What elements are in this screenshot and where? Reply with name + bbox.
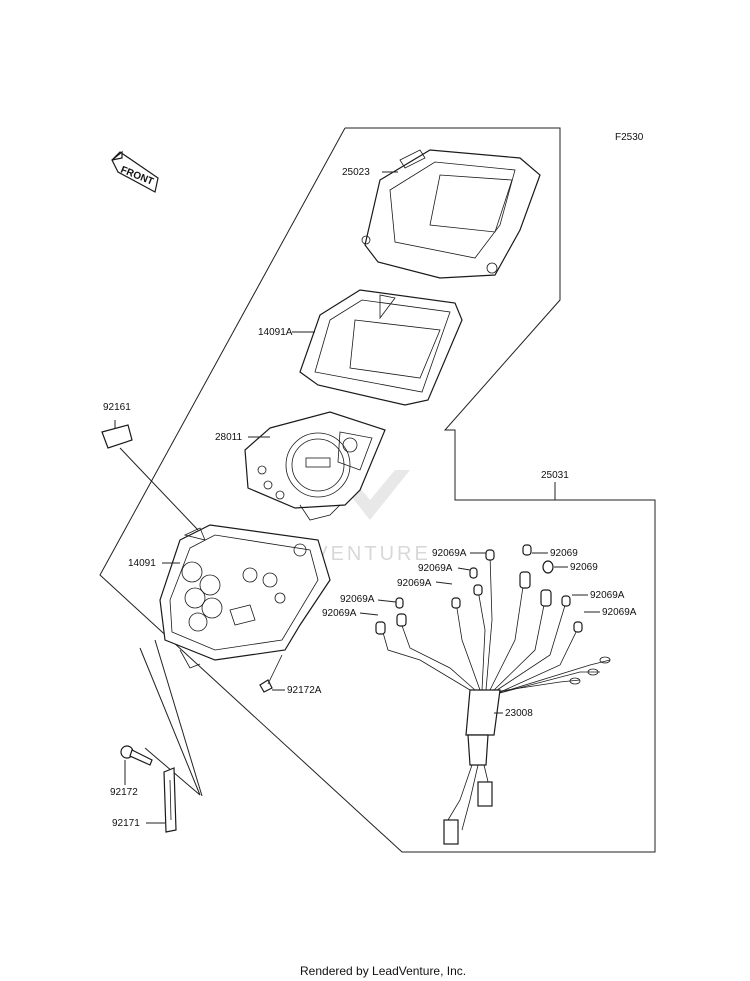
bolt-92172 (120, 745, 153, 766)
upper-cover-25023 (361, 149, 541, 279)
label-92069A-4: 92069A (340, 594, 375, 605)
assembly-boundary (99, 127, 656, 853)
label-25023: 25023 (342, 167, 370, 178)
figure-code: F2530 (615, 132, 644, 143)
leader-92069A-2 (457, 567, 471, 571)
label-92172: 92172 (110, 787, 138, 798)
label-23008: 23008 (505, 708, 533, 719)
leader-92069A-5 (359, 612, 379, 616)
label-92069-1: 92069 (550, 548, 578, 559)
bezel-14091A (299, 289, 463, 406)
label-25031: 25031 (541, 470, 569, 481)
label-28011: 28011 (215, 432, 243, 443)
label-92069-2: 92069 (570, 562, 598, 573)
lower-case-14091 (159, 524, 331, 669)
gauge-face-28011 (244, 411, 386, 521)
leader-92069A-4 (377, 599, 397, 603)
label-92069A-1: 92069A (432, 548, 467, 559)
grommet-92069-1 (522, 544, 532, 556)
label-92161: 92161 (103, 402, 131, 413)
grommet-92069-2 (542, 560, 554, 574)
footer-credit: Rendered by LeadVenture, Inc. (300, 964, 466, 978)
bracket-boundary (139, 647, 201, 796)
label-92171: 92171 (112, 818, 140, 829)
leader-92069A-3 (435, 581, 453, 585)
label-92069A-5: 92069A (322, 608, 357, 619)
label-92069A-3: 92069A (397, 578, 432, 589)
rubber-92161 (101, 424, 133, 449)
bracket-92171 (163, 767, 177, 833)
label-14091A: 14091A (258, 327, 293, 338)
label-92069A-6: 92069A (590, 590, 625, 601)
front-arrow-icon: FRONT (111, 150, 159, 193)
leader-92161-to-case (119, 447, 199, 531)
wiring-harness-25031 (375, 482, 611, 845)
label-92069A-7: 92069A (602, 607, 637, 618)
screw-92172A (259, 654, 283, 693)
label-92069A-2: 92069A (418, 563, 453, 574)
label-14091: 14091 (128, 558, 156, 569)
label-92172A: 92172A (287, 685, 322, 696)
bracket-edge (154, 639, 203, 797)
